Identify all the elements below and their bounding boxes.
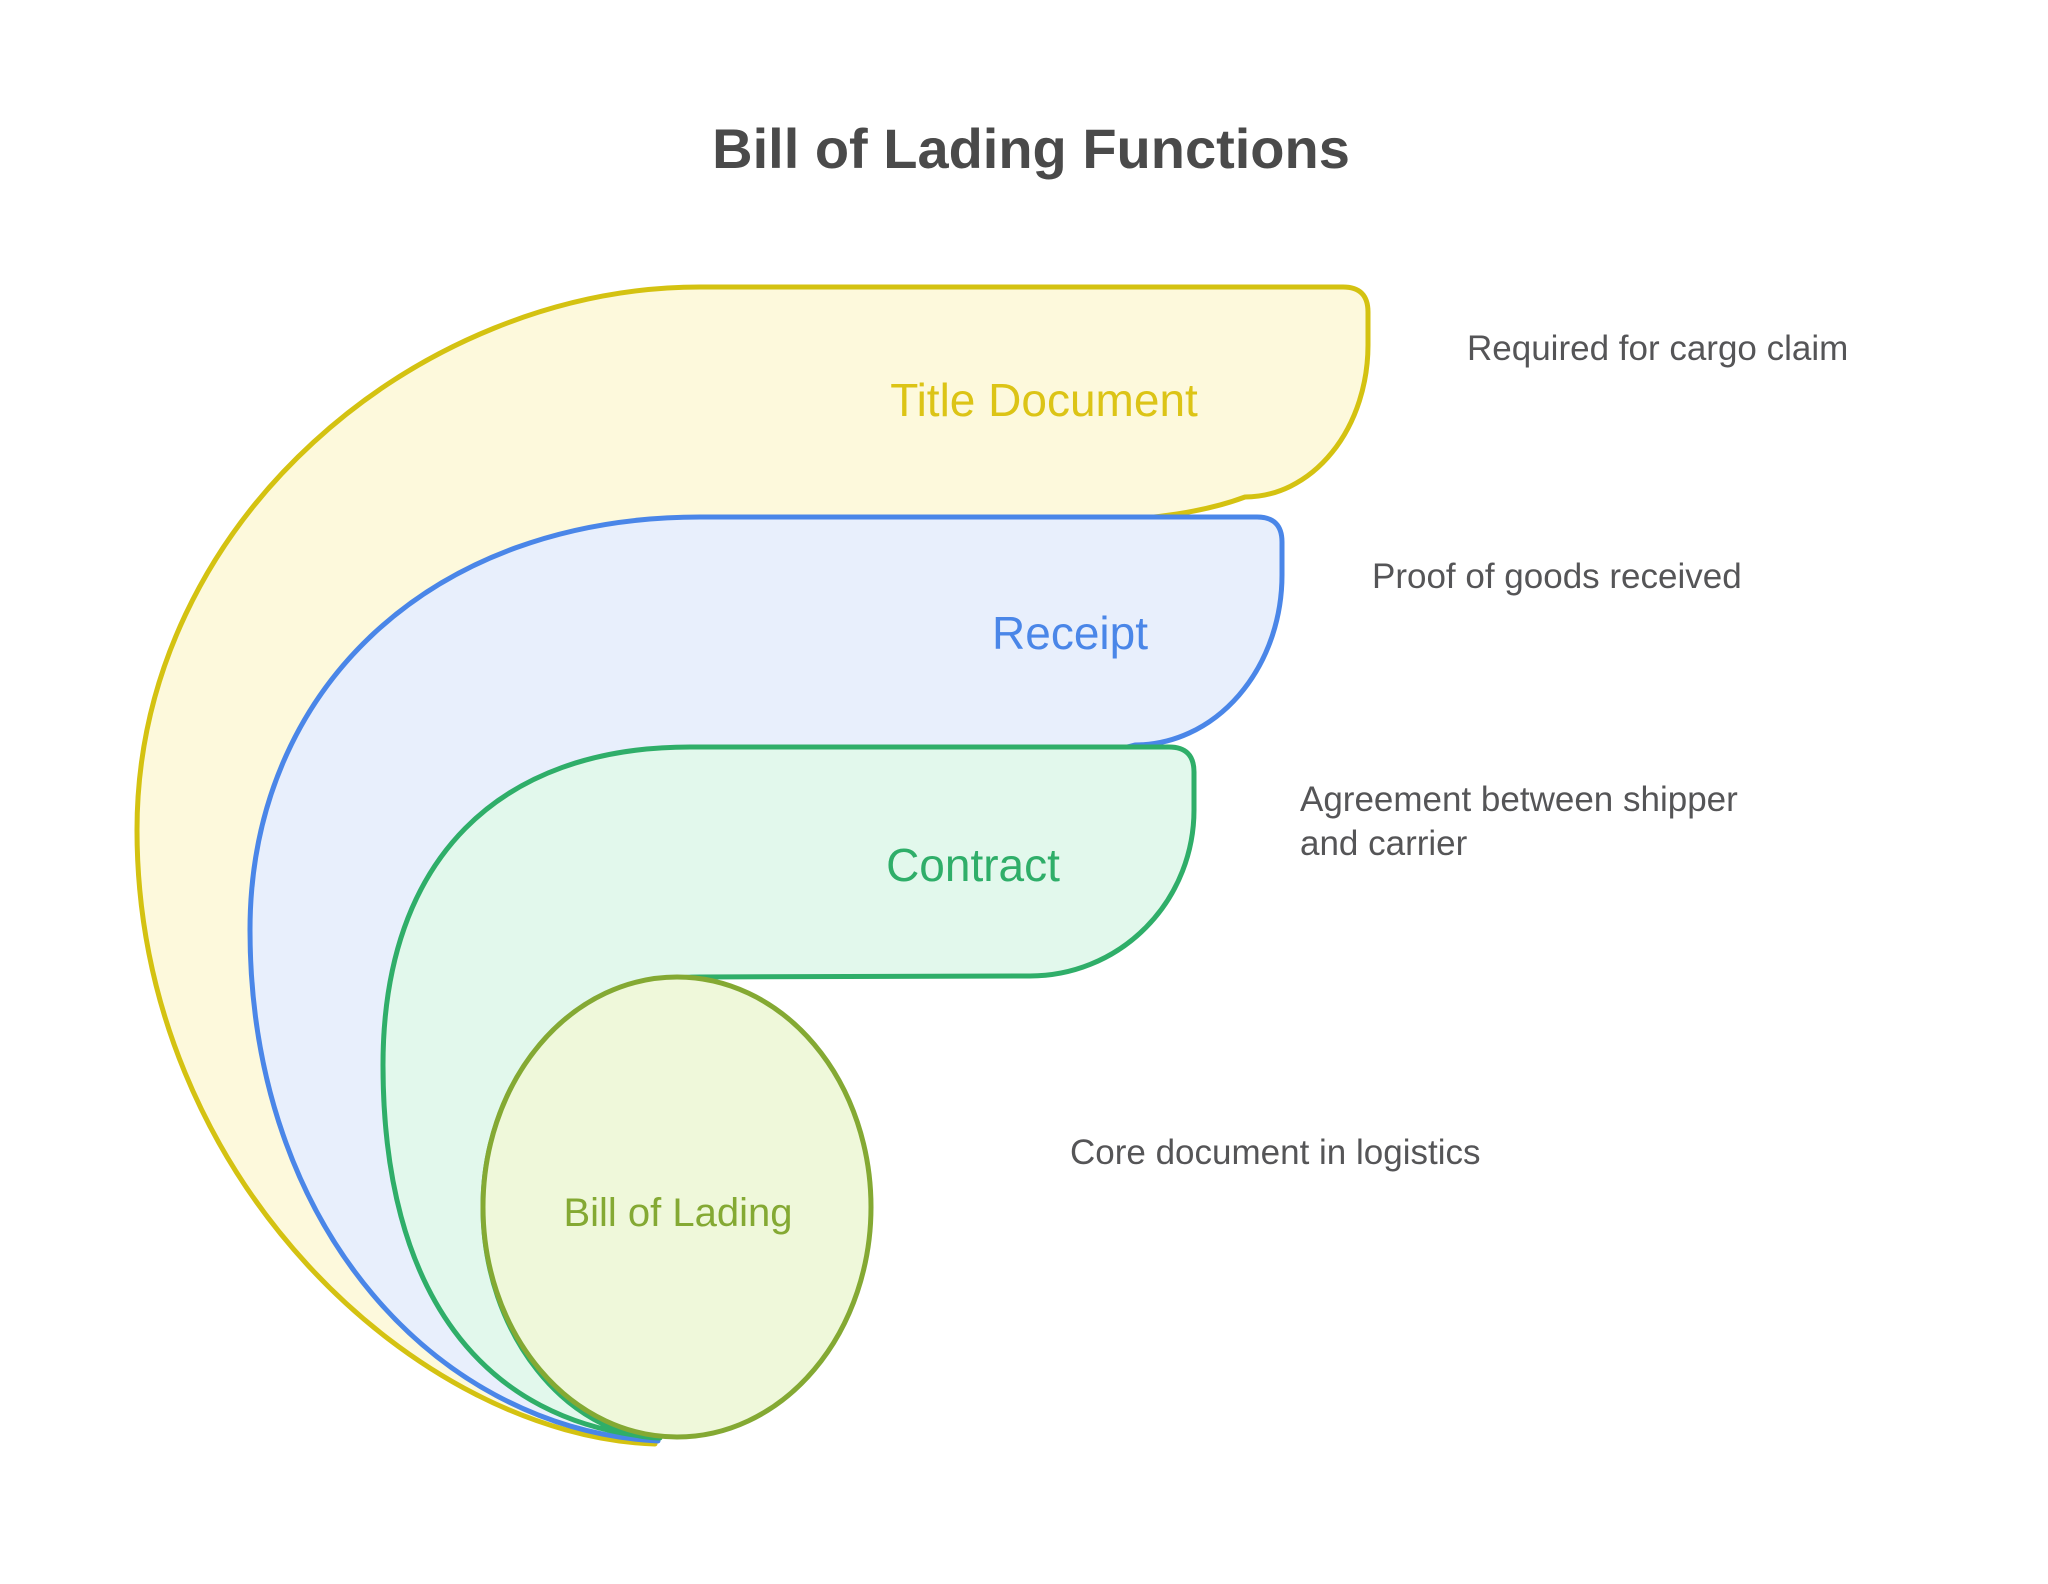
note-contract-line-1: Agreement between shipper: [1300, 780, 1738, 819]
page-title: Bill of Lading Functions: [712, 117, 1350, 180]
core-circle-bill-of-lading: [480, 974, 874, 1440]
ring-label-receipt: Receipt: [992, 607, 1148, 659]
note-title-document: Required for cargo claim: [1467, 329, 1848, 368]
circle-label-bill-of-lading: Bill of Lading: [563, 1191, 792, 1235]
note-receipt: Proof of goods received: [1372, 557, 1742, 596]
note-contract-line-2: and carrier: [1300, 824, 1468, 863]
note-bill-of-lading: Core document in logistics: [1070, 1133, 1480, 1172]
ring-label-title-document: Title Document: [890, 374, 1198, 426]
ring-label-contract: Contract: [886, 839, 1060, 891]
